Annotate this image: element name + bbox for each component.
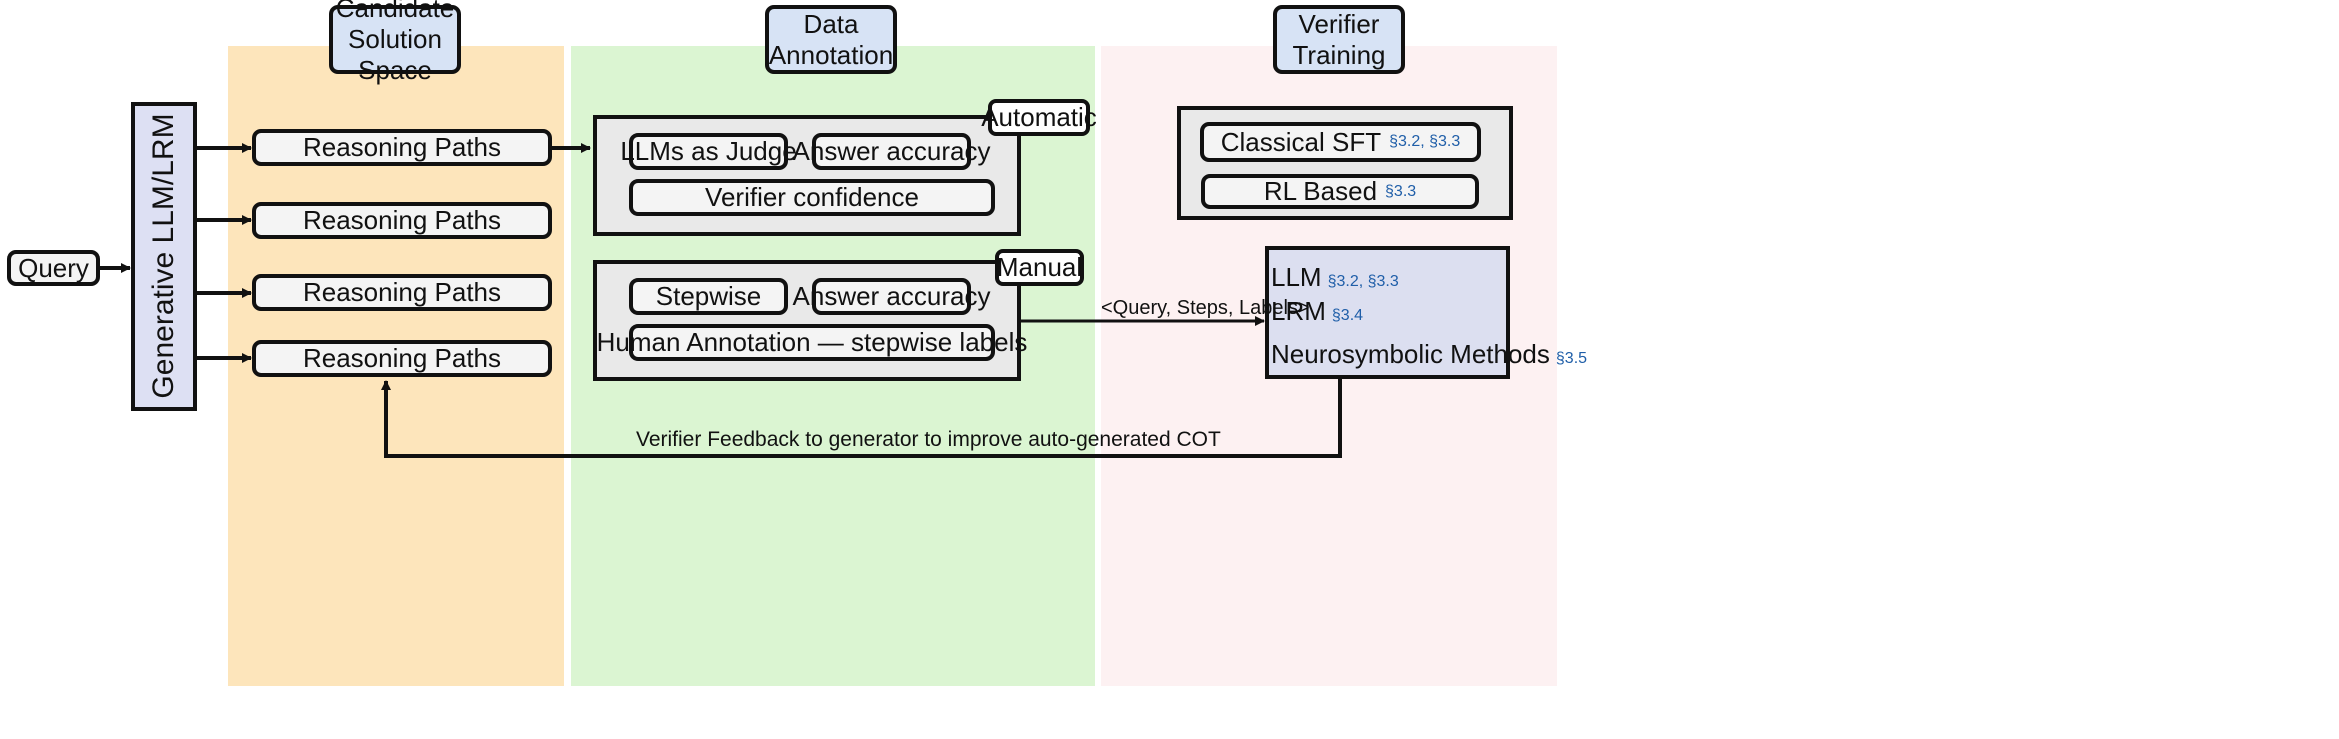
answer-accuracy-auto-box: Answer accuracy bbox=[793, 133, 990, 170]
verifier-training-header: Verifier Training bbox=[1273, 5, 1405, 74]
generator-box bbox=[131, 102, 197, 411]
rl-based-label: RL Based bbox=[1263, 176, 1378, 206]
answer-accuracy-manual-box: Answer accuracy bbox=[793, 278, 990, 315]
verifier-neurosymbolic-label: Neurosymbolic Methods bbox=[1271, 339, 1550, 369]
data-annotation-header: Data Annotation bbox=[765, 5, 897, 74]
feedback-edge-label: Verifier Feedback to generator to improv… bbox=[636, 428, 1221, 451]
reasoning-path-3: Reasoning Paths bbox=[252, 274, 552, 311]
verifier-lrm-label: LRM bbox=[1271, 296, 1326, 326]
generator-label: Generative LLM/LRM bbox=[147, 113, 180, 399]
training-data-edge-label: <Query, Steps, Labels> bbox=[1101, 297, 1310, 319]
verifier-lrm-item: LRM §3.4 bbox=[1271, 296, 1363, 327]
rl-based-box: RL Based §3.3 bbox=[1201, 174, 1479, 209]
verifier-lrm-ref: §3.4 bbox=[1331, 307, 1364, 324]
verifier-neurosymbolic-item: Neurosymbolic Methods §3.5 bbox=[1271, 339, 1587, 370]
verifier-llm-label: LLM bbox=[1271, 262, 1322, 292]
verifier-llm-item: LLM §3.2, §3.3 bbox=[1271, 262, 1399, 293]
verifier-types-box bbox=[1265, 246, 1510, 379]
verifier-llm-ref: §3.2, §3.3 bbox=[1327, 273, 1399, 290]
stepwise-box: Stepwise bbox=[629, 278, 788, 315]
llms-as-judge-box: LLMs as Judge bbox=[620, 133, 797, 170]
verifier-confidence-box: Verifier confidence bbox=[629, 179, 995, 216]
rl-based-ref: §3.3 bbox=[1385, 182, 1417, 200]
classical-sft-label: Classical SFT bbox=[1220, 126, 1382, 157]
manual-tag: Manual bbox=[995, 249, 1084, 286]
verifier-neurosymbolic-ref: §3.5 bbox=[1555, 350, 1588, 367]
automatic-tag: Automatic bbox=[981, 99, 1097, 136]
human-annotation-box: Human Annotation — stepwise labels bbox=[597, 324, 1027, 361]
query-box: Query bbox=[7, 250, 100, 286]
verifier-feedback-arrow bbox=[381, 379, 1342, 458]
reasoning-path-2: Reasoning Paths bbox=[252, 202, 552, 239]
candidate-solution-header: Candidate Solution Space bbox=[329, 0, 461, 85]
reasoning-path-1: Reasoning Paths bbox=[252, 129, 552, 166]
reasoning-path-4: Reasoning Paths bbox=[252, 340, 552, 377]
classical-sft-box: Classical SFT §3.2, §3.3 bbox=[1200, 122, 1481, 162]
classical-sft-ref: §3.2, §3.3 bbox=[1389, 133, 1461, 150]
